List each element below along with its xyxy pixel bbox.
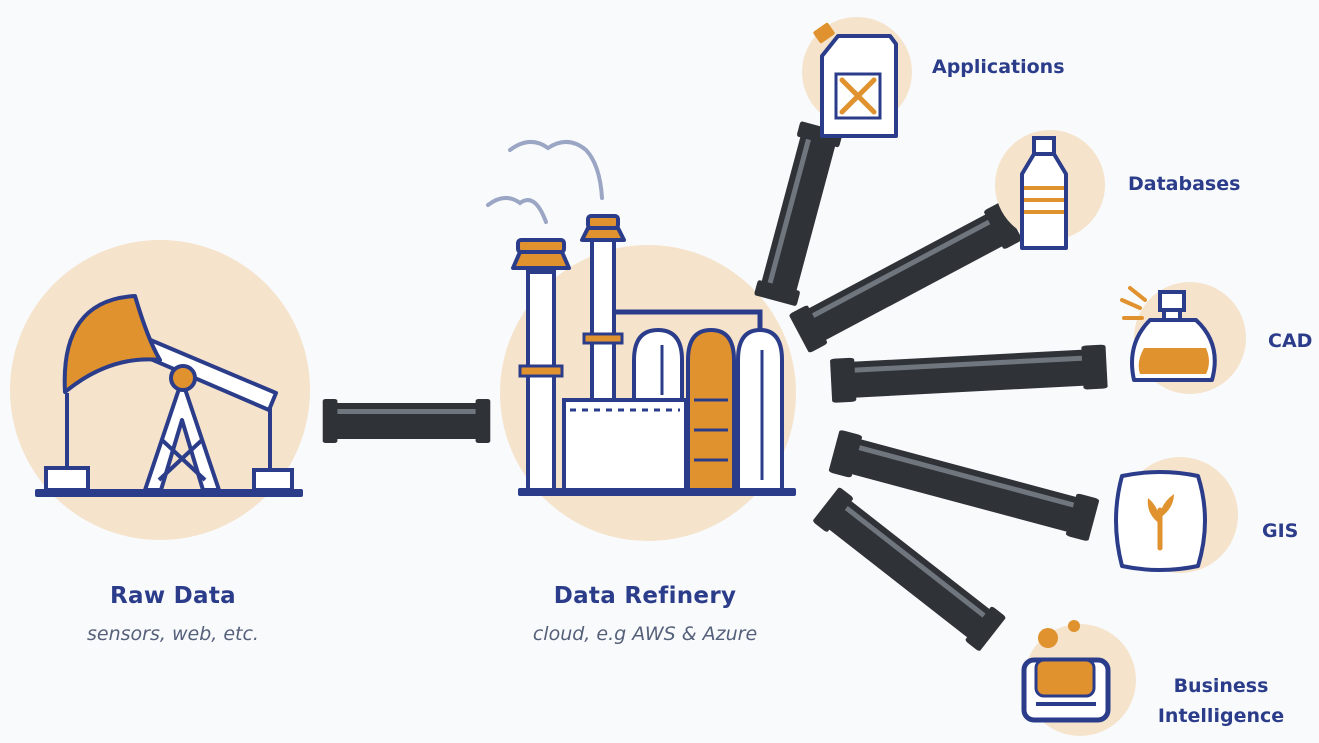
bottle-icon — [995, 130, 1105, 250]
pipe-raw-to-refinery — [322, 399, 491, 443]
output-label-gis: GIS — [1262, 520, 1299, 542]
output-label-applications: Applications — [932, 56, 1065, 78]
pipe-to-applications — [753, 121, 844, 307]
refinery-title: Data Refinery — [553, 583, 737, 609]
output-label-databases: Databases — [1128, 173, 1241, 195]
pipe-to-databases — [788, 201, 1023, 354]
perfume-spray-icon — [1120, 282, 1246, 394]
output-label-cad: CAD — [1268, 330, 1313, 352]
refinery-icon — [486, 140, 796, 541]
oil-pump-icon — [10, 240, 310, 540]
raw-data-title: Raw Data — [109, 583, 236, 609]
raw-data-subtitle: sensors, web, etc. — [87, 623, 259, 645]
fertilizer-bag-icon — [1114, 457, 1238, 573]
output-label-business-intelligence: Business Intelligence — [1157, 675, 1285, 727]
fuel-can-icon — [802, 17, 912, 138]
refinery-subtitle: cloud, e.g AWS & Azure — [532, 623, 758, 645]
pipe-to-business-intelligence — [812, 486, 1007, 652]
pipe-to-cad — [829, 344, 1108, 403]
soap-dish-icon — [1021, 620, 1136, 736]
